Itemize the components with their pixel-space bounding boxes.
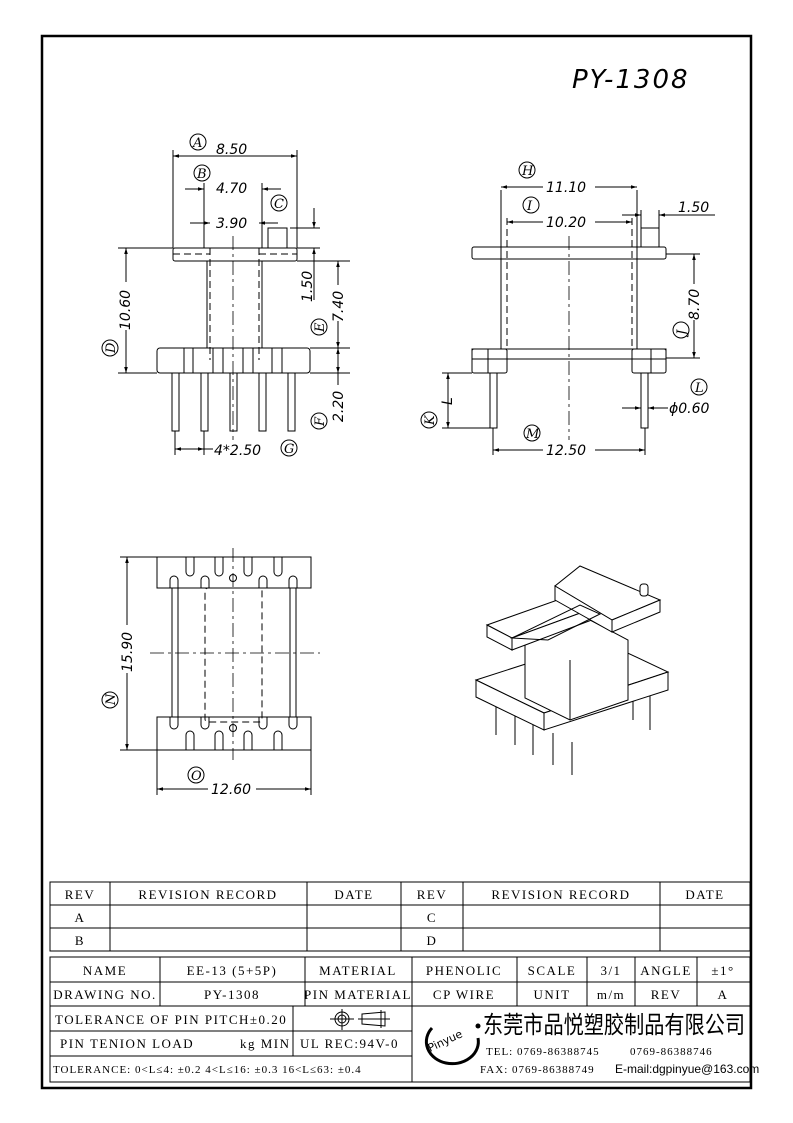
tel: TEL: 0769-86388745 xyxy=(486,1046,600,1058)
tab xyxy=(267,227,288,249)
dim-a: 8.50 xyxy=(216,142,247,158)
label-f: F xyxy=(313,416,328,427)
dim-g: 4*2.50 xyxy=(214,443,261,459)
label-o: O xyxy=(191,769,202,784)
rev-label: REV xyxy=(651,987,682,1002)
drawing-no-label: DRAWING NO. xyxy=(53,987,157,1002)
bottom-view: 15.90 N 12.60 O xyxy=(101,548,320,798)
dim-e: 7.40 xyxy=(331,291,347,322)
top-flange xyxy=(172,247,298,262)
material-value: PHENOLIC xyxy=(426,963,502,978)
bottom-flange xyxy=(156,347,311,374)
dim-j: 8.70 xyxy=(687,289,703,320)
label-g: G xyxy=(284,442,294,457)
revision-table: REV REVISION RECORD DATE REV REVISION RE… xyxy=(49,881,751,952)
pin-material-value: CP WIRE xyxy=(433,987,495,1002)
dim-k: L xyxy=(440,397,456,405)
dim-i: 10.20 xyxy=(546,215,586,231)
rev-b: B xyxy=(75,933,85,948)
label-l: L xyxy=(694,381,704,396)
rev-header-2: REV xyxy=(417,887,448,902)
unit-value: m/m xyxy=(597,987,625,1002)
projection-symbol-icon xyxy=(330,1009,390,1030)
dim-l: ϕ0.60 xyxy=(669,401,710,417)
pin-pitch-tolerance: TOLERANCE OF PIN PITCH±0.20 xyxy=(55,1012,287,1027)
drawing-border xyxy=(40,34,753,1090)
pins xyxy=(171,372,296,432)
dim-b: 4.70 xyxy=(216,181,247,197)
label-d: D xyxy=(104,342,119,354)
drawing-no-value: PY-1308 xyxy=(204,987,260,1002)
angle-value: ±1° xyxy=(711,963,734,978)
dim-o: 12.60 xyxy=(211,782,251,798)
unit-label: UNIT xyxy=(533,987,570,1002)
fax: FAX: 0769-86388749 xyxy=(480,1064,595,1076)
label-k: K xyxy=(423,414,438,426)
name-label: NAME xyxy=(83,963,127,978)
drawing-title: PY-1308 xyxy=(572,65,690,95)
label-n: N xyxy=(104,693,119,706)
label-m: M xyxy=(525,427,540,442)
scale-value: 3/1 xyxy=(600,963,621,978)
ul-rec: UL REC:94V-0 xyxy=(300,1036,399,1051)
label-c: C xyxy=(274,197,284,212)
rev-header: REV xyxy=(65,887,96,902)
dim-d: 10.60 xyxy=(118,290,134,330)
pinyue-logo: Pinyue xyxy=(424,1023,481,1066)
dim-c: 1.50 xyxy=(300,271,316,302)
company-name: 东莞市品悦塑胶制品有限公司 xyxy=(483,1011,745,1039)
revision-record-header: REVISION RECORD xyxy=(138,887,277,902)
email: E-mail:dgpinyue@163.com xyxy=(615,1062,759,1076)
tel2: 0769-86388746 xyxy=(630,1046,713,1058)
dim-f: 2.20 xyxy=(331,391,347,422)
tolerance: TOLERANCE: 0<L≤4: ±0.2 4<L≤16: ±0.3 16<L… xyxy=(53,1064,362,1076)
dim-n: 15.90 xyxy=(120,632,136,672)
rev-a: A xyxy=(75,910,86,925)
label-b: B xyxy=(196,167,207,182)
label-e: E xyxy=(313,322,328,333)
scale-label: SCALE xyxy=(528,963,577,978)
name-value: EE-13 (5+5P) xyxy=(187,963,278,978)
label-i: I xyxy=(526,199,533,214)
material-label: MATERIAL xyxy=(319,963,397,978)
dim-h: 11.10 xyxy=(546,180,586,196)
pin-material-label: PIN MATERIAL xyxy=(304,987,412,1002)
date-header: DATE xyxy=(334,887,373,902)
angle-label: ANGLE xyxy=(640,963,692,978)
side-view: 11.10 H 10.20 I 1.50 8.70 J L K L ϕ0.60 … xyxy=(420,161,715,459)
title-block: NAME EE-13 (5+5P) MATERIAL PHENOLIC SCAL… xyxy=(49,956,759,1083)
pin-tension-load: PIN TENION LOAD xyxy=(60,1036,194,1051)
isometric-view xyxy=(474,565,670,775)
label-j: J xyxy=(675,329,690,338)
dim-m: 12.50 xyxy=(546,443,586,459)
revision-record-header-2: REVISION RECORD xyxy=(491,887,630,902)
front-view: A 8.50 B 4.70 3.90 C 1.50 10.60 D 7.40 E… xyxy=(101,133,350,459)
pin-tension-unit: kg MIN xyxy=(240,1036,291,1051)
dim-tab-width: 1.50 xyxy=(678,200,709,216)
svg-text:Pinyue: Pinyue xyxy=(426,1027,465,1054)
rev-c: C xyxy=(427,910,437,925)
rev-d: D xyxy=(427,933,438,948)
date-header-2: DATE xyxy=(685,887,724,902)
label-a: A xyxy=(192,136,202,151)
dim-inner-width: 3.90 xyxy=(216,216,247,232)
rev-value: A xyxy=(718,987,729,1002)
label-h: H xyxy=(521,164,534,179)
